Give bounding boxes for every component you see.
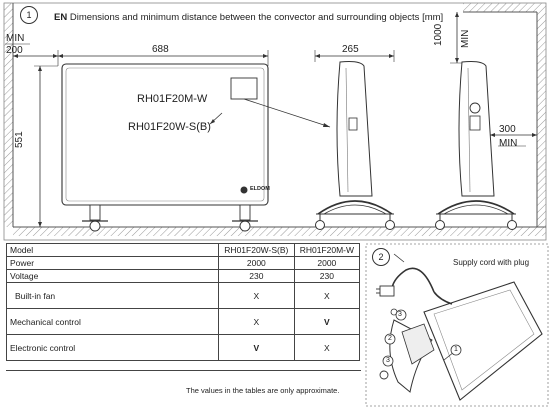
brand-logo-icon [240,186,248,194]
language-code: EN [54,12,68,23]
table-header-model: Model [6,243,219,257]
convector-body [423,281,543,401]
side-view-convector-2 [435,61,517,230]
callout-3-top [395,309,407,321]
table-cell: V [218,334,295,361]
table-row: Voltage 230 230 [6,269,361,283]
table-header-col-2: RH01F20M-W [293,243,361,257]
callout-1 [450,344,462,356]
table-cell: Voltage [6,269,219,283]
callout-label: 3 [386,357,390,364]
callout-3-bottom [382,355,394,367]
table-cell: 2000 [293,256,361,270]
table-cell: 230 [293,269,361,283]
table-row: Mechanical control X V [6,308,361,335]
table-cell: Mechanical control [6,308,219,335]
callout-2 [384,333,396,345]
min-top-label: MIN [460,29,471,48]
table-cell: X [218,282,295,309]
step-number: 2 [378,252,384,262]
table-cell: 2000 [218,256,295,270]
callout-label: 3 [398,311,402,318]
header: EN Dimensions and minimum distance betwe… [54,12,443,23]
min-top-value: 1000 [433,23,444,46]
table-row: Power 2000 2000 [6,256,361,270]
min-right-value: 300 [499,124,516,135]
dimension-drawing [3,2,547,241]
left-wall [4,3,13,227]
brand-label: ELDOM [250,186,270,192]
spec-table: Model RH01F20W-S(B) RH01F20M-W Power 200… [6,243,361,361]
ceiling [463,3,546,12]
table-cell: V [293,308,361,335]
callout-label: 1 [454,346,458,353]
table-cell: 230 [218,269,295,283]
control-panel-box [230,77,258,100]
min-left-value: 200 [6,45,23,56]
depth-value: 265 [342,44,359,55]
section-2-drawing [365,243,549,407]
table-header-col-1: RH01F20W-S(B) [218,243,295,257]
step-number: 1 [26,10,32,20]
right-wall [537,12,546,227]
table-row: Electronic control V X [6,334,361,361]
table-row: Built-in fan X X [6,282,361,309]
table-cell: X [218,308,295,335]
step-marker-2: 2 [372,248,390,266]
floor [13,227,546,236]
footnote: The values in the tables are only approx… [186,386,340,395]
min-right-label: MIN [499,138,518,149]
table-header-row: Model RH01F20W-S(B) RH01F20M-W [6,243,361,257]
callout-label: 2 [388,335,392,342]
table-bottom-line [6,370,361,371]
screw-icon [379,370,389,380]
table-cell: Electronic control [6,334,219,361]
plug-icon [379,285,395,297]
table-cell: X [293,282,361,309]
table-cell: X [293,334,361,361]
page-title: Dimensions and minimum distance between … [69,12,444,23]
model-label-a: RH01F20M-W [137,93,208,105]
step-marker-1: 1 [20,6,38,24]
width-value: 688 [152,44,169,55]
side-view-convector-1 [315,61,395,230]
table-cell: Built-in fan [6,282,219,309]
table-cell: Power [6,256,219,270]
model-label-b: RH01F20W-S(B) [128,121,211,133]
section-2-caption: Supply cord with plug [453,258,530,267]
min-left-label: MIN [6,33,25,44]
height-value: 551 [14,131,25,148]
supply-cord [391,267,435,293]
front-view-convector [61,63,269,232]
